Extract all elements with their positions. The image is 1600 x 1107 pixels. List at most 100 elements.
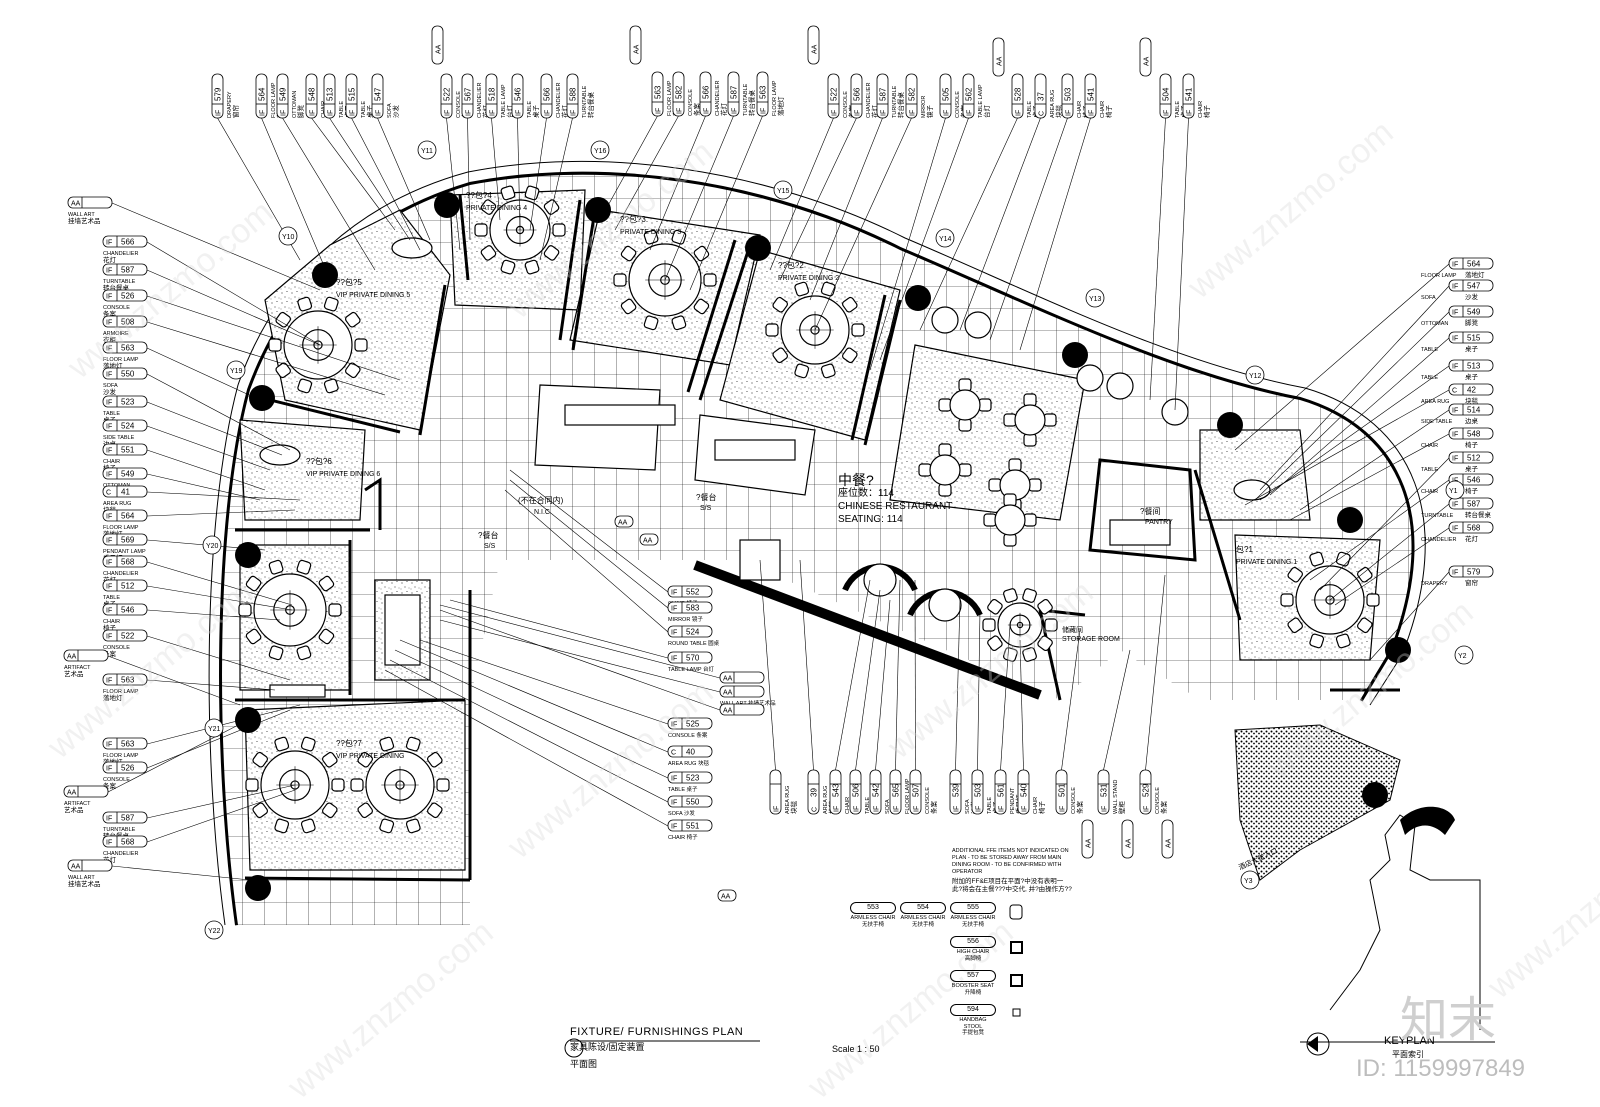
- svg-text:TURNTABLE: TURNTABLE: [103, 279, 136, 285]
- svg-text:IF: IF: [894, 806, 901, 812]
- svg-text:TABLE: TABLE: [103, 411, 120, 417]
- svg-text:550: 550: [686, 798, 700, 807]
- svg-text:www.znzmo.com: www.znzmo.com: [1180, 113, 1401, 307]
- svg-text:AA: AA: [634, 44, 641, 54]
- svg-text:条案: 条案: [103, 309, 117, 318]
- svg-text:CHAIR 椅子: CHAIR 椅子: [668, 833, 698, 841]
- column: [1337, 507, 1363, 533]
- svg-text:IF: IF: [1452, 310, 1458, 317]
- svg-text:转台餐桌: 转台餐桌: [103, 283, 130, 292]
- svg-text:Y20: Y20: [206, 543, 219, 550]
- svg-text:40: 40: [686, 748, 695, 757]
- svg-text:AA: AA: [1144, 56, 1151, 66]
- callout-tag: AA: [807, 25, 820, 65]
- svg-text:FLOOR LAMP: FLOOR LAMP: [905, 778, 911, 814]
- svg-text:AA: AA: [67, 790, 77, 797]
- svg-text:IF: IF: [466, 110, 473, 116]
- legend-desc-cn: 无扶手椅: [911, 921, 934, 928]
- svg-text:TABLE: TABLE: [1421, 467, 1438, 473]
- svg-text:504: 504: [1162, 87, 1171, 101]
- svg-text:SOFA: SOFA: [103, 383, 118, 389]
- svg-text:561: 561: [997, 783, 1006, 797]
- svg-text:WALL STAND: WALL STAND: [1113, 780, 1119, 814]
- svg-text:AA: AA: [71, 201, 81, 208]
- svg-text:IF: IF: [1452, 408, 1458, 415]
- four-top-table: [938, 378, 992, 432]
- svg-text:Y2: Y2: [1458, 653, 1467, 660]
- svg-text:IF: IF: [832, 110, 839, 116]
- svg-text:IF: IF: [1452, 364, 1458, 371]
- svg-text:AREA RUG: AREA RUG: [1050, 90, 1056, 118]
- svg-text:AA: AA: [997, 56, 1004, 66]
- legend-desc-cn: 高脚椅: [964, 955, 982, 962]
- svg-text:CONSOLE: CONSOLE: [103, 305, 130, 311]
- svg-text:AA: AA: [723, 676, 733, 683]
- svg-text:506: 506: [852, 783, 861, 797]
- svg-text:MIRROR: MIRROR: [921, 96, 927, 118]
- svg-text:IF: IF: [774, 806, 781, 812]
- svg-text:AREA RUG: AREA RUG: [103, 501, 131, 507]
- svg-text:IF: IF: [106, 766, 112, 773]
- svg-text:CHAIR: CHAIR: [1421, 443, 1438, 449]
- grid-ref-bubble: Y21: [204, 718, 224, 738]
- svg-text:503: 503: [974, 783, 983, 797]
- svg-text:TURNTABLE: TURNTABLE: [582, 85, 588, 118]
- accent-table: [964, 311, 992, 339]
- legend-item: 556 HIGH CHAIR 高脚椅: [950, 936, 996, 962]
- column: [1362, 782, 1388, 808]
- svg-text:549: 549: [121, 470, 135, 479]
- restaurant-seats-en: SEATING: 114: [838, 514, 903, 525]
- grid-ref-bubble: Y2: [1454, 645, 1474, 665]
- structural-columns: [235, 192, 1411, 901]
- svg-text:525: 525: [686, 720, 700, 729]
- svg-text:CHANDELIER: CHANDELIER: [866, 83, 872, 118]
- sofa: [1109, 519, 1171, 546]
- sofa: [384, 594, 421, 666]
- svg-text:IF: IF: [106, 372, 112, 379]
- svg-text:TURNTABLE: TURNTABLE: [743, 83, 749, 116]
- svg-text:CHANDELIER: CHANDELIER: [556, 83, 562, 118]
- svg-text:TABLE: TABLE: [103, 595, 120, 601]
- svg-text:IF: IF: [571, 110, 578, 116]
- svg-text:IF: IF: [106, 346, 112, 353]
- svg-text:514: 514: [1467, 406, 1481, 415]
- round-tables: [238, 185, 1380, 834]
- column: [1217, 412, 1243, 438]
- svg-text:IF: IF: [1452, 336, 1458, 343]
- svg-text:CHANDELIER: CHANDELIER: [103, 251, 138, 257]
- svg-text:落地灯: 落地灯: [103, 529, 123, 538]
- svg-text:IF: IF: [490, 110, 497, 116]
- grid-ref-bubble: Y15: [773, 180, 793, 200]
- svg-text:Y21: Y21: [208, 726, 221, 733]
- svg-text:IF: IF: [967, 110, 974, 116]
- grid-ref-bubble: Y12: [1245, 365, 1265, 385]
- svg-text:IF: IF: [1452, 570, 1458, 577]
- north-arrow-icon: [1306, 1032, 1330, 1056]
- svg-text:FLOOR LAMP: FLOOR LAMP: [103, 689, 139, 695]
- callout-tag: AA: [1161, 819, 1174, 859]
- svg-text:IF: IF: [106, 294, 112, 301]
- svg-text:523: 523: [686, 774, 700, 783]
- svg-text:条案: 条案: [103, 649, 117, 658]
- svg-text:582: 582: [908, 87, 917, 101]
- svg-text:524: 524: [686, 628, 700, 637]
- svg-text:IF: IF: [106, 840, 112, 847]
- legend-code: 554: [900, 902, 946, 914]
- svg-text:脚凳: 脚凳: [1465, 318, 1479, 327]
- handbag-stool-symbol: [1012, 1008, 1021, 1017]
- room-label-vip7: ??包?7: [336, 738, 362, 748]
- svg-text:548: 548: [1467, 430, 1481, 439]
- svg-text:540: 540: [1020, 783, 1029, 797]
- svg-text:Y14: Y14: [939, 236, 952, 243]
- round-table: [238, 559, 342, 661]
